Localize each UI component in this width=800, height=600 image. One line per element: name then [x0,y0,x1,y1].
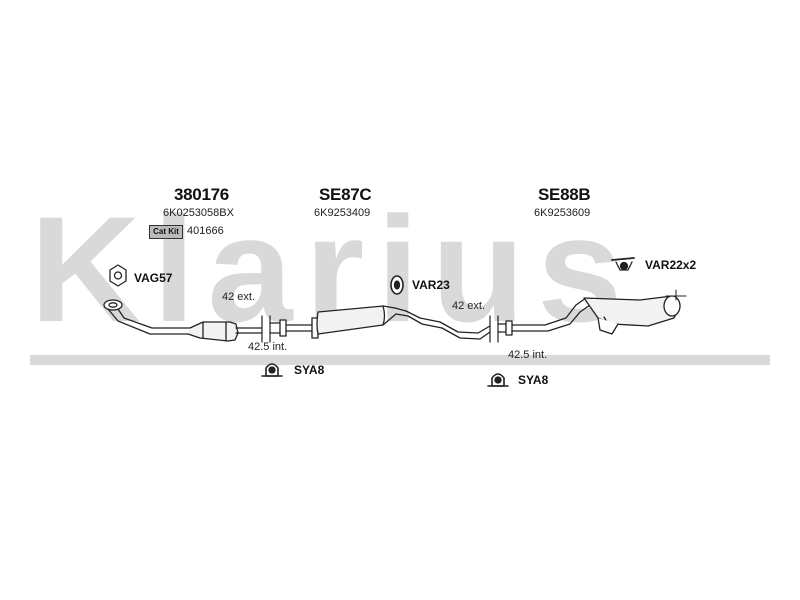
gasket-icon[interactable] [109,264,127,287]
part-code-380176[interactable]: 380176 [174,185,229,204]
front-pipe-flange [103,299,123,311]
part-oem-se88b: 6K9253609 [534,207,591,219]
var22-icon[interactable] [611,257,635,271]
front-pipe-cat[interactable] [107,308,263,342]
part-oem-380176: 6K0253058BX [163,207,234,219]
cat-kit-badge: Cat Kit [149,225,183,239]
part-oem-se87c: 6K9253409 [314,207,371,219]
middle-silencer[interactable] [285,305,491,340]
right-joint-clamp [489,315,513,343]
part-code-se87c[interactable]: SE87C [319,185,372,204]
rear-silencer[interactable] [511,289,687,335]
fitting-label-sya8-right[interactable]: SYA8 [518,373,549,387]
left-joint-clamp [261,315,287,343]
dim-left-int: 42.5 int. [248,341,288,353]
fitting-label-var23[interactable]: VAR23 [412,278,450,292]
part-code-se88b[interactable]: SE88B [538,185,591,204]
sya8-right-icon[interactable] [487,373,509,387]
fitting-label-var22x2[interactable]: VAR22x2 [645,258,697,272]
dim-right-int: 42.5 int. [508,349,548,361]
fitting-label-vag57[interactable]: VAG57 [134,271,173,285]
dim-left-ext: 42 ext. [222,291,256,303]
cat-kit-number[interactable]: 401666 [187,225,224,237]
fitting-label-sya8-left[interactable]: SYA8 [294,363,325,377]
sya8-left-icon[interactable] [261,363,283,377]
watermark-underline [30,355,770,365]
var23-icon[interactable] [390,275,404,295]
dim-right-ext: 42 ext. [452,300,486,312]
